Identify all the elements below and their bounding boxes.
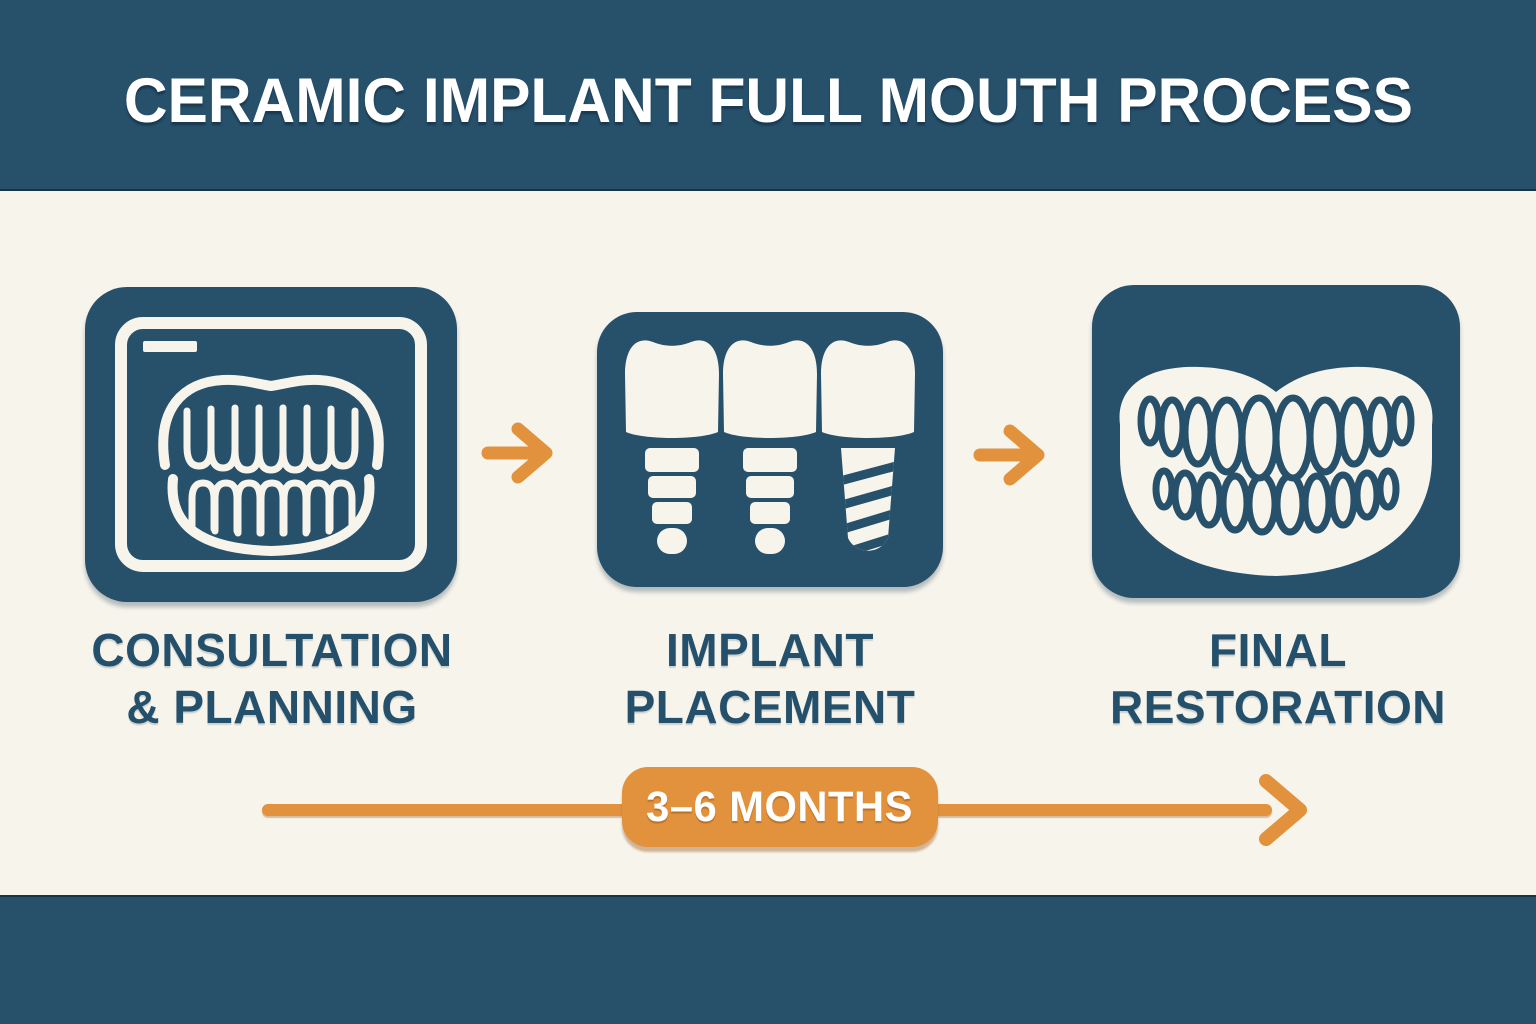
header-banner: CERAMIC IMPLANT FULL MOUTH PROCESS: [0, 0, 1536, 191]
step-2-label: IMPLANT PLACEMENT: [530, 622, 1010, 736]
step-3-label-line1: FINAL: [1209, 624, 1347, 676]
step-1-label-line1: CONSULTATION: [91, 624, 453, 676]
step-2-card: [597, 312, 943, 587]
page-title: CERAMIC IMPLANT FULL MOUTH PROCESS: [123, 65, 1413, 136]
timeline-arrowhead-icon: [1259, 774, 1307, 846]
step-1-label: CONSULTATION & PLANNING: [32, 622, 512, 736]
step-3-label: FINAL RESTORATION: [1038, 622, 1518, 736]
duration-badge: 3–6 MONTHS: [622, 767, 938, 847]
step-3-card: [1092, 285, 1460, 598]
step-3-label-line2: RESTORATION: [1109, 681, 1447, 733]
flow-arrow-1-icon: [481, 422, 553, 484]
step-2-label-line1: IMPLANT: [666, 624, 874, 676]
step-2-label-line2: PLACEMENT: [624, 681, 916, 733]
step-1-card: [85, 287, 457, 602]
xray-mouth-icon: [115, 317, 427, 572]
step-1-label-line2: & PLANNING: [126, 681, 418, 733]
flow-arrow-2-icon: [973, 424, 1045, 486]
footer-banner: [0, 895, 1536, 1024]
dentures-icon: [1119, 366, 1433, 576]
dental-implants-icon: [625, 340, 915, 554]
duration-label: 3–6 MONTHS: [646, 782, 914, 831]
